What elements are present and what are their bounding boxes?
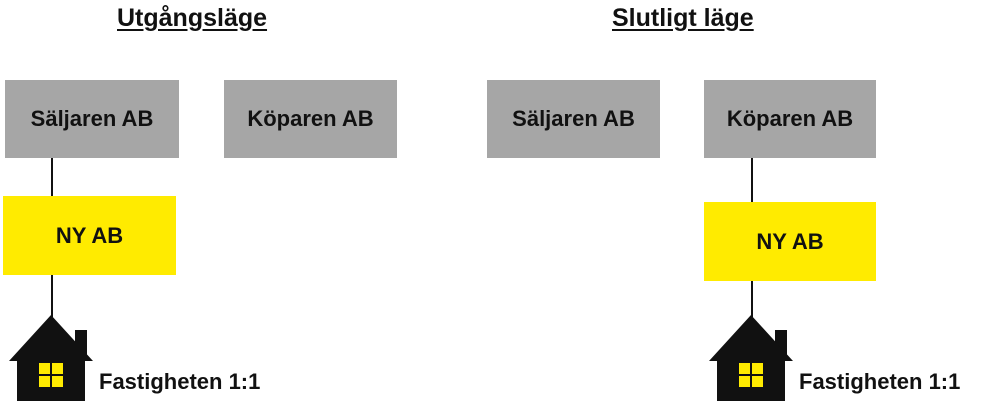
final-buyer-to-newco-line (751, 158, 753, 202)
final-newco-label: NY AB (756, 228, 824, 254)
initial-newco-label: NY AB (55, 222, 124, 248)
initial-buyer-label: Köparen AB (247, 106, 374, 131)
final-newco-box: NY AB (704, 202, 876, 281)
final-buyer-label: Köparen AB (726, 106, 854, 131)
final-property-label: Fastigheten 1:1 (799, 369, 961, 394)
initial-seller-to-newco-line (51, 158, 53, 196)
initial-state-title: Utgångsläge (117, 4, 268, 32)
final-seller-label: Säljaren AB (512, 106, 635, 131)
initial-seller-label: Säljaren AB (30, 106, 154, 131)
final-seller-box: Säljaren AB (487, 80, 660, 158)
initial-property-label: Fastigheten 1:1 (99, 369, 261, 394)
final-state-title: Slutligt läge (612, 4, 754, 32)
final-newco-to-property-line (751, 281, 753, 317)
final-house-icon (709, 315, 793, 401)
initial-newco-box: NY AB (3, 196, 176, 275)
initial-house-icon (9, 315, 93, 401)
initial-buyer-box: Köparen AB (224, 80, 397, 158)
initial-newco-to-property-line (51, 275, 53, 317)
initial-seller-box: Säljaren AB (5, 80, 179, 158)
final-buyer-box: Köparen AB (704, 80, 876, 158)
